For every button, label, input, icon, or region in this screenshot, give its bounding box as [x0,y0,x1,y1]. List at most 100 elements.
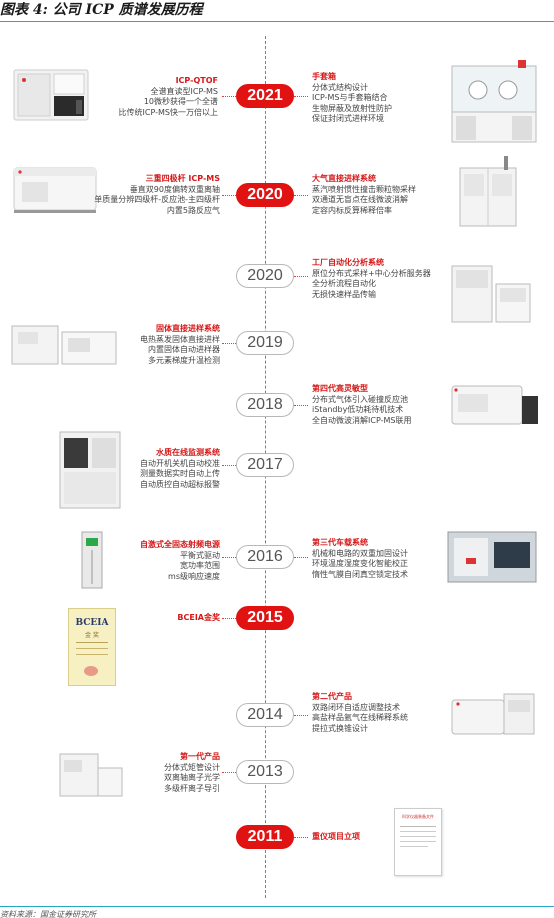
event-line: 提拉式换锥设计 [312,723,368,733]
event-2018-right-text: 第四代高灵敏型 分布式气体引入碰撞反应池 iStandby低功耗待机技术 全自动… [312,384,452,426]
year-pill-2020: 2020 [236,183,294,207]
event-line: 原位分布式采样+中心分析服务器 [312,268,431,278]
connector [294,715,308,716]
event-line: 全分析流程自动化 [312,279,376,288]
event-line: 高盐样品氩气在线稀释系统 [312,713,408,722]
year-pill-2017: 2017 [236,453,294,477]
connector [222,772,236,773]
event-2014-right-heading: 第二代产品 [312,692,352,701]
gen2-instrument-image [446,684,542,742]
event-2016-right-heading: 第三代车载系统 [312,538,368,547]
connector [294,405,308,406]
year-pill-2013: 2013 [236,760,294,784]
event-line: 电热蒸发固体直接进样 [140,334,220,344]
page-title: 图表 4: 公司 ICP 质谱发展历程 [0,2,203,18]
event-2016-left-text: 自激式全固态射频电源 平衡式驱动 宽功率范围 ms级响应速度 [114,540,220,582]
event-line: 双通道无盲点在线微波消解 [312,195,408,204]
event-2014-right-text: 第二代产品 双路闭环自适应调整技术 高盐样品氩气在线稀释系统 提拉式换锥设计 [312,692,442,734]
event-2015-left-heading: BCEIA金奖 [177,613,220,622]
year-pill-2011: 2011 [236,825,294,849]
event-line: 无损快速样品传输 [312,289,376,299]
event-line: 自动开机关机自动校准 [140,458,220,468]
year-pill-2020-b: 2020 [236,264,294,288]
event-2016-right-text: 第三代车载系统 机械和电路的双重加固设计 环境温度湿度变化智能校正 惰性气膜自闭… [312,538,446,580]
water-monitor-image [56,428,126,512]
event-line: 比传统ICP-MS快一万倍以上 [118,107,218,117]
event-2020-right-heading: 大气直接进样系统 [312,174,376,183]
award-title: BCEIA [75,618,109,628]
project-document-image: 科学仪器装备文件 [392,806,444,878]
event-line: 多级杆离子导引 [164,783,220,793]
title-divider [0,21,554,22]
event-2020-left-heading: 三重四极杆 ICP-MS [145,174,220,183]
event-2021-left-text: ICP-QTOF 全谱直读型ICP-MS 10微秒获得一个全谱 比传统ICP-M… [108,76,218,118]
event-line: iStandby低功耗待机技术 [312,405,404,414]
event-line: 双路闭环自适应调整技术 [312,702,400,712]
event-line: 自动质控自动超标报警 [140,479,220,489]
event-2013-left-heading: 第一代产品 [180,752,220,761]
event-line: 垂直双90度偏转双重离轴 [129,184,220,194]
award-subtitle: 金 奖 [85,632,99,639]
connector [222,465,236,466]
rf-power-supply-image [74,528,110,592]
connector [222,618,236,619]
event-line: 平衡式驱动 [180,550,220,560]
event-line: ms级响应速度 [168,571,220,581]
event-2017-left-heading: 水质在线监测系统 [156,448,220,457]
event-2018-right-heading: 第四代高灵敏型 [312,384,368,393]
connector [294,276,308,277]
event-line: 生物屏蔽及放射性防护 [312,103,392,113]
event-line: 机械和电路的双重加固设计 [312,548,408,558]
event-line: 环境温度湿度变化智能校正 [312,559,408,568]
event-2021-left-heading: ICP-QTOF [175,76,218,85]
year-pill-2016: 2016 [236,545,294,569]
solid-sampler-image [8,318,120,370]
event-2015-left-text: BCEIA金奖 [140,613,220,624]
event-2020-right-text: 大气直接进样系统 蒸汽喷射惯性撞击颗粒物采样 双通道无盲点在线微波消解 定容内标… [312,174,452,216]
year-pill-2014: 2014 [236,703,294,727]
event-line: 定容内标反算稀释倍率 [312,205,392,215]
event-line: 保证封闭式进样环境 [312,114,384,123]
gen4-instrument-image [446,376,542,430]
connector [222,195,236,196]
doc-title: 科学仪器装备文件 [402,814,434,819]
connector [222,96,236,97]
connector [294,837,308,838]
source-note: 资料来源：国金证券研究所 [0,910,96,918]
triple-quad-image [12,160,100,216]
year-pill-2021: 2021 [236,84,294,108]
year-pill-2015: 2015 [236,606,294,630]
event-2020b-right-text: 工厂自动化分析系统 原位分布式采样+中心分析服务器 全分析流程自动化 无损快速样… [312,258,452,300]
event-2020-left-text: 三重四极杆 ICP-MS 垂直双90度偏转双重离轴 单质量分辨四级杆-反应池-主… [88,174,220,216]
atmospheric-sampler-image [452,154,530,228]
event-2019-left-text: 固体直接进样系统 电热蒸发固体直接进样 内置固体自动进样器 多元素梯度升温检测 [120,324,220,366]
event-2021-right-heading: 手套箱 [312,72,336,81]
event-line: 内置5路反应气 [166,205,220,215]
connector [222,343,236,344]
event-line: 全自动微波消解ICP-MS联用 [312,415,412,425]
connector [294,195,308,196]
event-line: 10微秒获得一个全谱 [143,97,218,106]
event-2019-left-heading: 固体直接进样系统 [156,324,220,333]
event-line: 双离轴离子光学 [164,773,220,782]
event-2016-left-heading: 自激式全固态射频电源 [140,540,220,549]
event-line: 全谱直读型ICP-MS [150,86,218,96]
event-line: 分布式气体引入碰撞反应池 [312,394,408,404]
event-2021-right-text: 手套箱 分体式结构设计 ICP-MS与手套箱结合 生物屏蔽及放射性防护 保证封闭… [312,72,432,125]
event-line: ICP-MS与手套箱结合 [312,93,388,102]
factory-automation-image [448,258,534,326]
event-2013-left-text: 第一代产品 分体式矩管设计 双离轴离子光学 多级杆离子导引 [126,752,220,794]
footer-divider [0,906,554,907]
event-2020b-right-heading: 工厂自动化分析系统 [312,258,384,267]
vehicle-system-image [446,528,538,586]
event-line: 分体式结构设计 [312,82,368,92]
event-line: 测量数据实时自动上传 [140,469,220,478]
connector [294,557,308,558]
bceia-award-image: BCEIA 金 奖 [66,606,118,688]
connector [294,96,308,97]
event-line: 单质量分辨四级杆-反应池-主四级杆 [94,195,220,204]
glovebox-image [448,58,540,148]
event-line: 多元素梯度升温检测 [148,355,220,365]
event-line: 蒸汽喷射惯性撞击颗粒物采样 [312,184,416,194]
qtof-instrument-image [12,64,96,124]
